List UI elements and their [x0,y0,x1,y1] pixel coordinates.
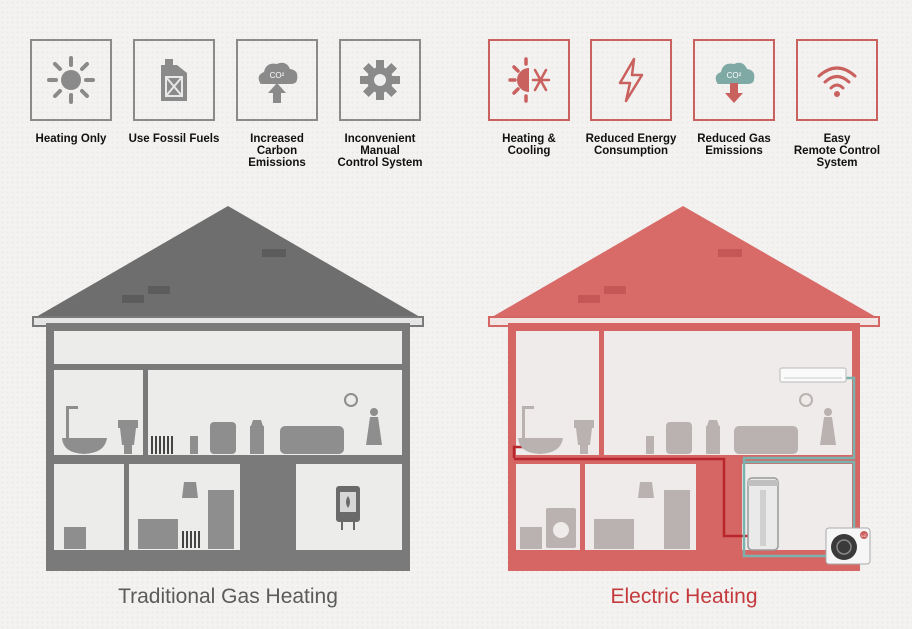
electric-house-cross-section: LG [488,206,880,571]
traditional-title: Traditional Gas Heating [118,585,338,608]
basement-left-items [64,527,86,549]
radiator-downstairs [182,531,200,548]
co2-text: CO² [727,71,742,80]
indoor-ac-unit [779,367,847,383]
feature-label: Heating & Cooling [502,133,556,157]
gear-icon [360,60,400,100]
gas-boiler [336,486,360,530]
basement-items [520,482,690,549]
living-room-furniture [646,393,836,454]
feature-icon-box [339,39,421,121]
co2-up-icon: CO² [258,62,298,103]
traditional-panel: Heating Only Use Fossil Fuels CO² [0,39,456,608]
feature-label: Easy Remote Control System [793,133,881,169]
feature-label: Reduced Gas Emissions [697,133,771,157]
feature-label: Use Fossil Fuels [128,133,220,145]
radiator-upstairs [151,436,173,454]
electric-title: Electric Heating [610,585,758,608]
traditional-feature-row: Heating Only Use Fossil Fuels CO² [0,39,456,179]
feature-icon-box [30,39,112,121]
fuel-can-icon [161,59,187,101]
feature-icon-box [590,39,672,121]
traditional-house [0,200,456,580]
electric-feature-row: Heating & Cooling Reduced Energy Consump… [456,39,912,179]
feature-icon-box: CO² [236,39,318,121]
kitchen-furniture [138,482,234,549]
outdoor-unit: LG [825,527,871,565]
roof [36,206,420,317]
lg-logo: LG [861,533,866,538]
electric-panel: Heating & Cooling Reduced Energy Consump… [456,0,912,629]
stairwell [240,464,296,550]
refrigerant-pipes [742,376,856,558]
sun-icon [47,56,95,104]
gas-house-cross-section [32,206,424,571]
electric-house: LG [456,200,912,580]
bathroom-furniture [518,406,594,454]
feature-label: Reduced Energy Consumption [585,133,677,157]
feature-label: Increased Carbon Emissions [248,133,306,169]
feature-label: Heating Only [35,133,107,145]
wifi-icon [817,66,857,97]
feature-icon-box [488,39,570,121]
feature-icon-box [133,39,215,121]
co2-text: CO² [270,71,285,80]
bathroom-furniture [62,406,138,454]
lightning-icon [618,57,644,103]
feature-icon-box [796,39,878,121]
feature-icon-box: CO² [693,39,775,121]
feature-label: Inconvenient Manual Control System [337,133,423,169]
roof [492,206,876,317]
hot-water-tank [747,477,779,551]
sun-snowflake-icon [508,57,551,103]
co2-down-icon: CO² [715,62,755,103]
living-room-furniture [190,393,382,454]
